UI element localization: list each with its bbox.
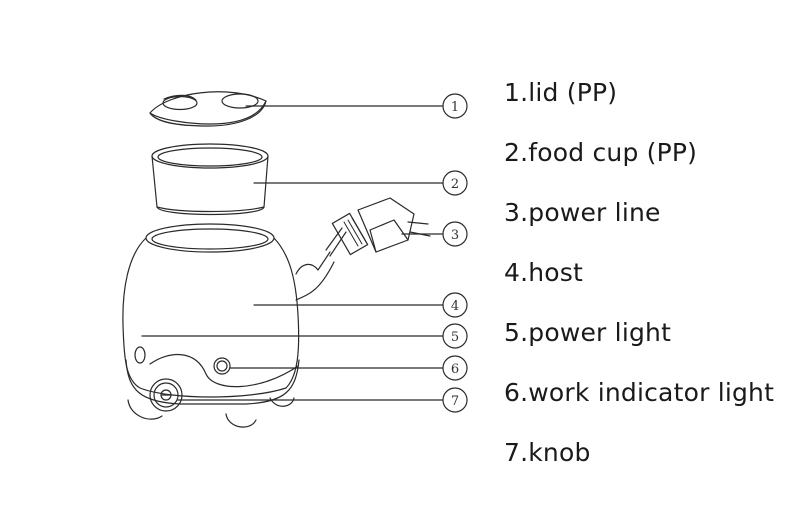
host-body-drawing <box>122 223 300 428</box>
callout-number-1: 1 <box>451 100 459 115</box>
legend-item-power-light: 5.power light <box>504 318 672 347</box>
callout-3 <box>442 221 468 247</box>
legend-item-power-line: 3.power line <box>504 198 661 227</box>
food-cup-drawing <box>151 143 269 216</box>
callout-4 <box>442 292 468 318</box>
lid-drawing <box>149 91 267 127</box>
callout-1 <box>442 93 468 119</box>
callout-number-2: 2 <box>451 177 459 192</box>
callout-5 <box>442 323 468 349</box>
callout-number-3: 3 <box>451 228 459 243</box>
callouts: 1 2 3 4 5 6 7 <box>141 93 468 413</box>
callout-number-5: 5 <box>451 330 459 345</box>
callout-2 <box>442 170 468 196</box>
legend-item-host: 4.host <box>504 258 584 287</box>
power-line-drawing <box>295 197 431 301</box>
callout-number-4: 4 <box>451 299 459 314</box>
callout-number-7: 7 <box>451 394 459 409</box>
callout-6 <box>442 355 468 381</box>
callout-number-6: 6 <box>451 362 459 377</box>
legend-item-food-cup: 2.food cup (PP) <box>504 138 698 167</box>
legend-item-knob: 7.knob <box>504 438 591 467</box>
legend-item-lid: 1.lid (PP) <box>504 78 618 107</box>
callout-7 <box>442 387 468 413</box>
legend-item-work-indicator-light: 6.work indicator light <box>504 378 775 407</box>
